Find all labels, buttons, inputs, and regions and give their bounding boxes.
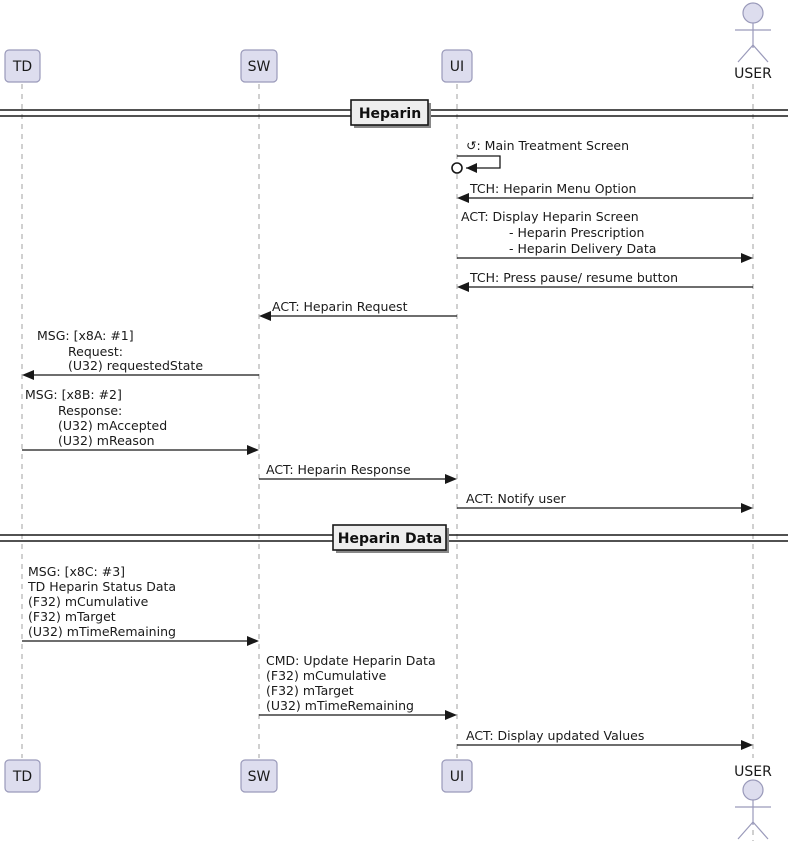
message-label-act-display-updated-values: ACT: Display updated Values — [466, 728, 644, 743]
message-label-act-display-heparin-screen-line3: - Heparin Delivery Data — [509, 241, 656, 256]
participant-td-bottom[interactable]: TD — [4, 759, 41, 793]
divider-heparin-data-box — [332, 524, 447, 551]
lifelines — [21, 84, 754, 841]
message-label-act-notify-user: ACT: Notify user — [466, 491, 567, 506]
message-label-x8c-line1: MSG: [x8C: #3] — [28, 564, 125, 579]
message-act-notify-user[interactable]: ACT: Notify user — [457, 491, 753, 513]
message-cmd-update-heparin-data[interactable]: CMD: Update Heparin Data (F32) mCumulati… — [259, 653, 457, 720]
participant-box-sw-bottom[interactable] — [240, 759, 278, 793]
participant-label-td-bottom: TD — [12, 769, 32, 785]
participant-sw-top[interactable]: SW — [240, 49, 278, 83]
message-arrowhead-act-heparin-response — [445, 474, 457, 484]
message-label-cmd-line3: (F32) mTarget — [266, 683, 354, 698]
message-label-x8c-line2: TD Heparin Status Data — [27, 579, 176, 594]
found-message-circle-icon — [451, 162, 463, 174]
message-label-main-treatment-screen: ↺: Main Treatment Screen — [466, 138, 629, 153]
participant-user-bottom[interactable]: USER — [734, 764, 772, 840]
message-label-x8c-line3: (F32) mCumulative — [28, 594, 149, 609]
participant-ui-top[interactable]: UI — [441, 49, 473, 83]
participant-box-ui-bottom[interactable] — [441, 759, 473, 793]
message-arrowhead-x8a-request — [22, 370, 34, 380]
actor-leg-right-top — [752, 44, 769, 63]
participant-ui-bottom[interactable]: UI — [441, 759, 473, 793]
message-label-cmd-line1: CMD: Update Heparin Data — [266, 653, 436, 668]
divider-heparin-label: Heparin — [359, 106, 421, 122]
message-label-x8a-line1: MSG: [x8A: #1] — [37, 328, 134, 343]
message-label-cmd-line2: (F32) mCumulative — [266, 668, 387, 683]
message-arrowhead-x8b-response — [247, 445, 259, 455]
message-label-x8b-line4: (U32) mReason — [58, 433, 155, 448]
message-tch-press-pause-resume[interactable]: TCH: Press pause/ resume button — [457, 270, 753, 292]
participant-label-user-top: USER — [734, 66, 772, 82]
divider-heparin: Heparin — [0, 99, 788, 128]
message-arrowhead-x8c-status-data — [247, 636, 259, 646]
actor-head-icon-bottom — [742, 779, 764, 801]
message-label-x8b-line2: Response: — [58, 403, 122, 418]
divider-heparin-data: Heparin Data — [0, 524, 788, 553]
message-arrowhead-main-treatment-screen — [466, 163, 477, 173]
message-label-x8b-line1: MSG: [x8B: #2] — [25, 387, 122, 402]
divider-heparin-data-label: Heparin Data — [338, 531, 442, 547]
participant-box-sw-top[interactable] — [240, 49, 278, 83]
message-label-x8c-line4: (F32) mTarget — [28, 609, 116, 624]
participant-box-td-top[interactable] — [4, 49, 41, 83]
message-x8c-status-data[interactable]: MSG: [x8C: #3] TD Heparin Status Data (F… — [22, 564, 259, 646]
message-tch-heparin-menu-option[interactable]: TCH: Heparin Menu Option — [457, 181, 753, 203]
message-arrowhead-tch-press-pause-resume — [457, 282, 469, 292]
message-act-heparin-request[interactable]: ACT: Heparin Request — [259, 299, 457, 321]
participant-td-top[interactable]: TD — [4, 49, 41, 83]
participant-label-ui-bottom: UI — [450, 769, 464, 785]
message-arrowhead-act-notify-user — [741, 503, 753, 513]
message-selfloop-main-treatment-screen — [457, 155, 501, 169]
message-x8a-request[interactable]: MSG: [x8A: #1] Request: (U32) requestedS… — [22, 328, 259, 380]
message-label-x8b-line3: (U32) mAccepted — [58, 418, 167, 433]
participant-label-user-bottom: USER — [734, 764, 772, 780]
message-main-treatment-screen[interactable]: ↺: Main Treatment Screen — [451, 138, 629, 174]
participant-box-ui-top[interactable] — [441, 49, 473, 83]
message-label-act-heparin-response: ACT: Heparin Response — [266, 462, 411, 477]
message-label-cmd-line4: (U32) mTimeRemaining — [266, 698, 414, 713]
message-x8b-response[interactable]: MSG: [x8B: #2] Response: (U32) mAccepted… — [22, 387, 259, 455]
message-label-act-heparin-request: ACT: Heparin Request — [272, 299, 408, 314]
message-arrowhead-act-display-updated-values — [741, 740, 753, 750]
participant-label-sw-bottom: SW — [248, 769, 271, 785]
message-arrowhead-act-display-heparin-screen — [741, 253, 753, 263]
participant-label-sw-top: SW — [248, 59, 271, 75]
message-arrowhead-act-heparin-request — [259, 311, 271, 321]
participant-label-ui-top: UI — [450, 59, 464, 75]
message-label-tch-heparin-menu-option: TCH: Heparin Menu Option — [469, 181, 636, 196]
divider-heparin-box — [350, 99, 429, 126]
participant-label-td-top: TD — [12, 59, 32, 75]
actor-leg-left-bottom — [737, 821, 754, 840]
message-label-x8a-line2: Request: — [68, 344, 123, 359]
message-label-x8c-line5: (U32) mTimeRemaining — [28, 624, 176, 639]
message-act-display-updated-values[interactable]: ACT: Display updated Values — [457, 728, 753, 750]
message-label-act-display-heparin-screen-line2: - Heparin Prescription — [509, 225, 644, 240]
participant-user-top[interactable]: USER — [734, 2, 772, 82]
actor-head-icon-top — [742, 2, 764, 24]
message-act-heparin-response[interactable]: ACT: Heparin Response — [259, 462, 457, 484]
message-label-tch-press-pause-resume: TCH: Press pause/ resume button — [469, 270, 678, 285]
message-label-act-display-heparin-screen-line1: ACT: Display Heparin Screen — [461, 209, 639, 224]
message-arrowhead-tch-heparin-menu-option — [457, 193, 469, 203]
message-act-display-heparin-screen[interactable]: ACT: Display Heparin Screen - Heparin Pr… — [457, 209, 753, 263]
message-arrowhead-cmd-update-heparin-data — [445, 710, 457, 720]
message-label-x8a-line3: (U32) requestedState — [68, 358, 203, 373]
actor-leg-left-top — [737, 44, 754, 63]
participant-sw-bottom[interactable]: SW — [240, 759, 278, 793]
actor-leg-right-bottom — [752, 821, 769, 840]
participant-box-td-bottom[interactable] — [4, 759, 41, 793]
